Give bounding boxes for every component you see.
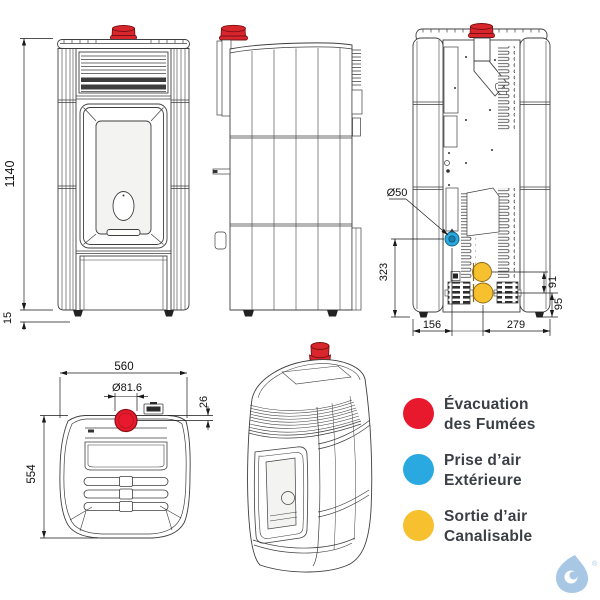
dim-front-total-height: 1140	[3, 161, 17, 188]
dim-rear-duct-outlet-gap: 91	[547, 276, 559, 288]
perspective-view	[247, 342, 373, 573]
registered-mark: ®	[592, 560, 598, 568]
dim-rear-duct-outlet-height: 95	[553, 298, 565, 310]
rear-view	[412, 23, 551, 318]
top-dimensions: 560 Ø81.6 26 554	[26, 361, 213, 539]
duct-outlet-port-upper	[472, 262, 492, 282]
flue-cap-top	[114, 408, 138, 433]
rear-component-top	[143, 402, 164, 415]
flue-cap-front	[110, 25, 137, 40]
front-dimensions: 1140 15	[2, 38, 70, 330]
dim-top-width: 560	[114, 361, 133, 373]
dim-top-depth: 554	[26, 464, 38, 484]
flue-cap-side	[219, 24, 248, 41]
dim-front-plinth-height: 15	[2, 312, 14, 324]
rear-dimensions: Ø50 323 156 279 91 95	[378, 187, 565, 336]
side-view	[212, 24, 363, 317]
dim-rear-air-inlet-offset: 156	[423, 319, 441, 331]
dim-rear-air-inlet-height: 323	[378, 263, 390, 281]
ductable-air-outlet-dot	[403, 510, 434, 541]
duct-outlet-port-lower	[472, 282, 494, 304]
front-view	[57, 25, 190, 317]
dim-rear-duct-outlet-offset: 279	[507, 319, 525, 331]
top-view	[59, 402, 191, 539]
dim-top-flue-rear-offset: 26	[198, 396, 210, 408]
dim-rear-air-inlet-diameter: Ø50	[387, 187, 408, 199]
outside-air-intake-dot	[403, 454, 434, 485]
air-intake-port	[444, 228, 460, 247]
smoke-exhaust-dot	[403, 398, 434, 429]
flue-cap-rear	[468, 23, 495, 38]
rear-grille-right	[493, 281, 522, 304]
top-louvre-bars	[83, 476, 169, 512]
brand-logo: ®	[556, 555, 598, 593]
dim-top-flue-diameter: Ø81.6	[112, 382, 142, 394]
rear-grille-left	[444, 281, 474, 305]
flue-cap-perspective	[308, 342, 332, 363]
